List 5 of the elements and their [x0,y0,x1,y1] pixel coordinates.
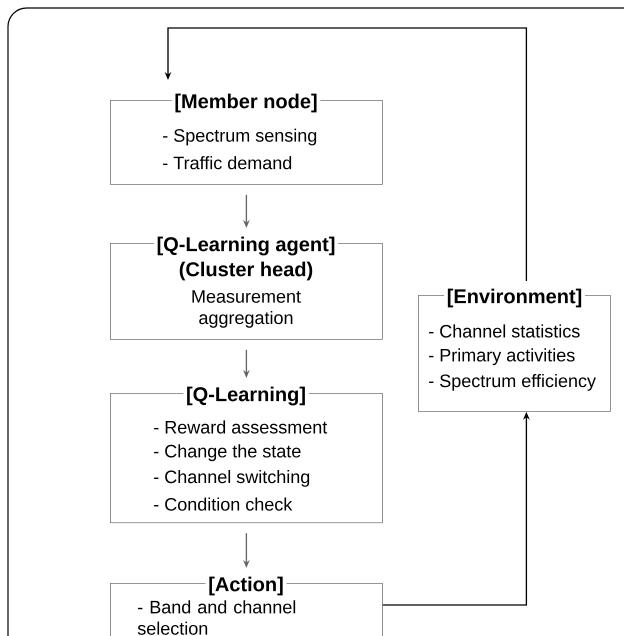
process-box: [Action] - Band and channel selection [110,574,383,636]
process-box: [Q-Learning] - Reward assessment - Change the state - Channel switching - Condition check [110,384,383,524]
process-box: [Member node] - Spectrum sensing - Traffic demand [110,91,383,185]
process-box: [Environment] - Channel statistics - Primary activities - Spectrum efficiency [418,286,611,412]
process-box: [Q-Learning agent] (Cluster head) Measurement aggregation [110,234,383,340]
